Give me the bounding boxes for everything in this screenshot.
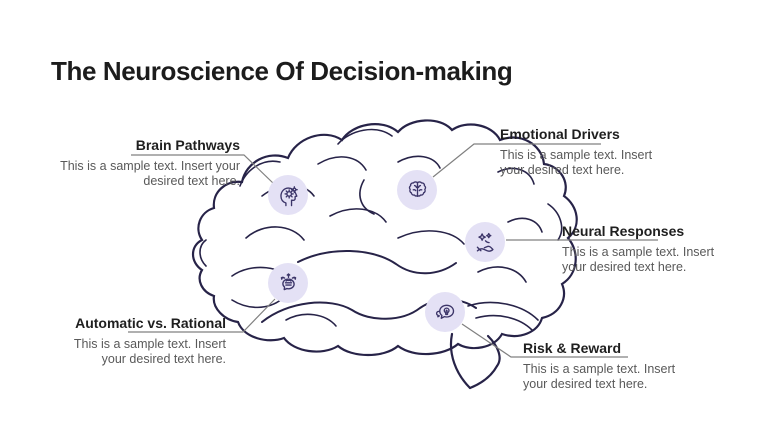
callout-label: Brain Pathways	[135, 137, 240, 153]
callout-label: Neural Responses	[562, 223, 685, 239]
emotional-drivers-icon-badge	[397, 170, 437, 210]
callout-body: This is a sample text. Insert your desir…	[523, 362, 676, 391]
callout-brain-pathways: Brain Pathways This is a sample text. In…	[56, 136, 240, 189]
callout-body: This is a sample text. Insert your desir…	[60, 159, 240, 188]
head-gears-icon	[279, 185, 298, 206]
callout-emotional-drivers: Emotional Drivers This is a sample text.…	[500, 125, 676, 178]
lightbulb-bubble-icon	[435, 304, 454, 319]
callout-body: This is a sample text. Insert your desir…	[500, 148, 653, 177]
callout-risk-reward: Risk & Reward This is a sample text. Ins…	[523, 339, 693, 392]
callout-body: This is a sample text. Insert your desir…	[73, 337, 226, 366]
risk-reward-icon-badge	[425, 292, 465, 332]
brain-pathways-icon-badge	[268, 175, 308, 215]
callout-label: Emotional Drivers	[500, 126, 620, 142]
callout-body: This is a sample text. Insert your desir…	[562, 245, 715, 274]
neural-responses-icon-badge	[465, 222, 505, 262]
slide-title: The Neuroscience Of Decision-making	[51, 56, 513, 86]
callout-label: Automatic vs. Rational	[75, 315, 226, 331]
brain-icon	[408, 180, 426, 197]
hand-stars-icon	[476, 232, 494, 252]
automatic-vs-rational-icon-badge	[268, 263, 308, 303]
brain-sprout-icon	[280, 272, 296, 290]
callout-label: Risk & Reward	[523, 340, 622, 356]
callout-automatic-vs-rational: Automatic vs. Rational This is a sample …	[48, 314, 226, 367]
brain-stem	[449, 332, 501, 390]
callout-neural-responses: Neural Responses This is a sample text. …	[562, 222, 730, 275]
